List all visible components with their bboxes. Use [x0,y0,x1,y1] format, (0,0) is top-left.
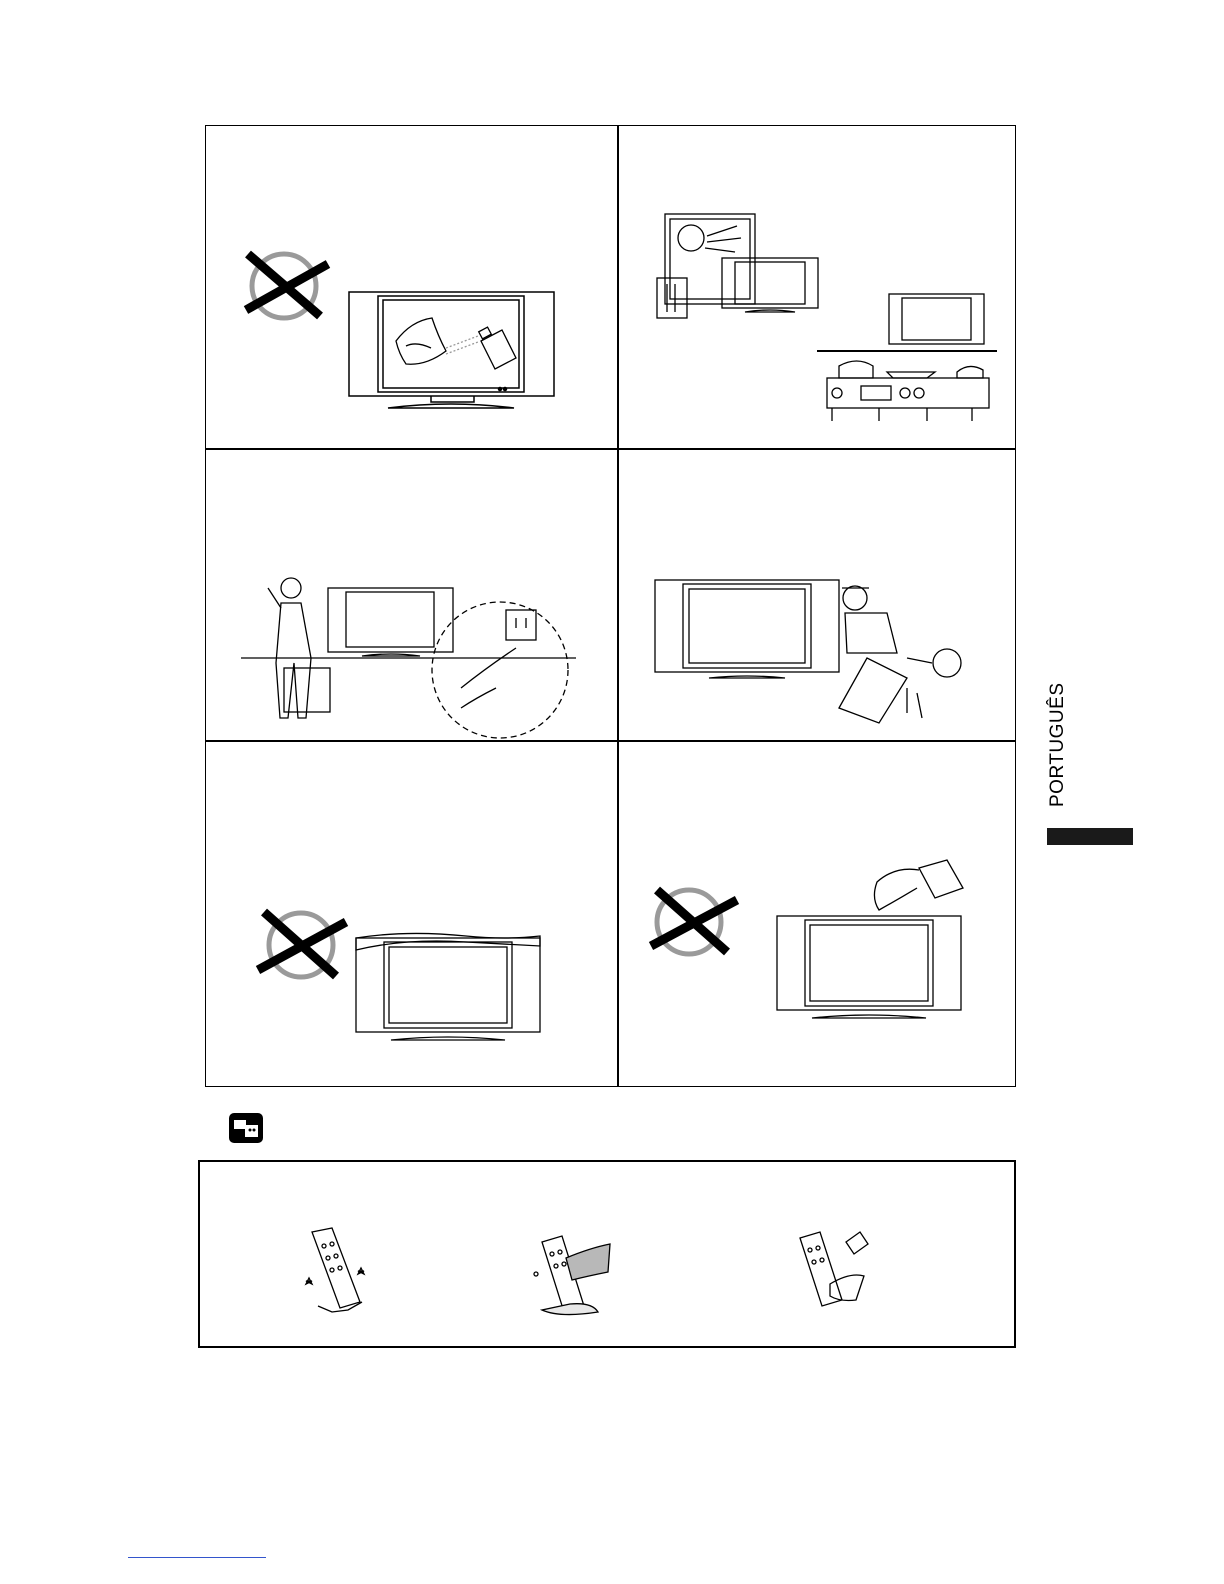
panel-spray-cleaner [206,126,617,448]
tv-icon [349,292,554,408]
note-icon [229,1113,263,1143]
cup-pouring-icon [874,860,963,910]
no-spray-cleaner-illustration [206,126,617,448]
panel-service [617,448,1017,740]
window-sun-icon [665,214,755,304]
woman-traveler-icon [268,578,330,718]
stove-icon [827,361,989,421]
illustration-grid [205,125,1016,1087]
language-tab: PORTUGUÊS [1040,680,1080,820]
tv-icon [356,933,540,1040]
no-liquids-on-top-illustration [617,740,1017,1088]
tv-icon [655,580,839,678]
remote-care-box [198,1160,1016,1348]
no-covering-vents-illustration [206,740,617,1088]
technician-icon [839,586,961,723]
language-tab-label: PORTUGUÊS [1047,682,1069,807]
service-technician-illustration [617,448,1017,740]
tv-icon [328,588,453,656]
cloth-icon [396,318,446,364]
footer-link-underline [128,1557,266,1558]
panel-cover [206,740,617,1088]
panel-unplug [206,448,617,740]
tv-icon [777,916,961,1018]
remote-no-drop-illustration [306,1228,364,1312]
prohibited-mark-icon [651,890,737,954]
no-heat-sunlight-illustration [617,126,1017,448]
remote-no-water-illustration [534,1236,610,1315]
prohibited-mark-icon [258,912,346,977]
panel-heat-sources [617,126,1017,448]
spray-can-icon [446,327,516,369]
remote-care-illustrations [200,1162,1018,1350]
panel-liquids [617,740,1017,1088]
prohibited-mark-icon [246,254,328,318]
tv-icon [722,258,818,312]
language-tab-bar [1047,828,1133,845]
unplug-when-away-illustration [206,448,617,740]
heater-icon [657,278,687,318]
remote-no-chemicals-illustration [800,1232,868,1306]
tv-icon [889,294,984,344]
